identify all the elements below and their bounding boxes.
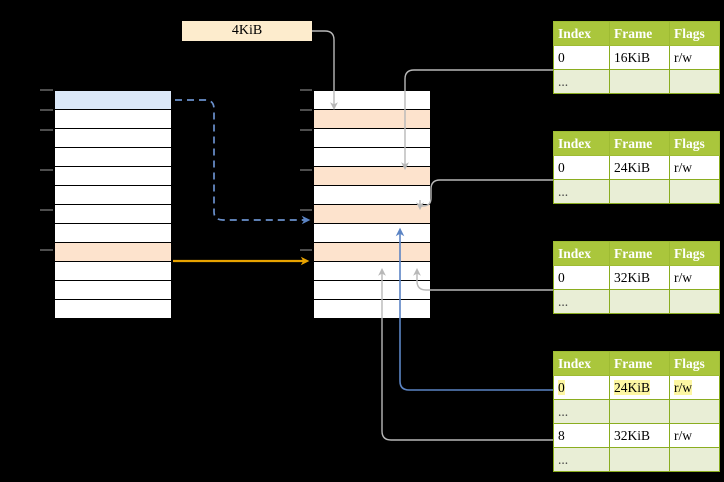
left-column-ticks	[40, 89, 53, 251]
page-table-3-cell-0-0: 0	[553, 265, 610, 290]
page-table-4-row: ...	[553, 399, 720, 424]
page-table-4-cell-2-2: r/w	[669, 423, 720, 448]
page-table-1-cell-0-0: 0	[553, 45, 610, 70]
page-table-3-cell-1-2	[669, 289, 720, 314]
right-memory-column-cell-0	[313, 90, 431, 110]
page-table-1-cell-0-2: r/w	[669, 45, 720, 70]
page-table-4-cell-1-2	[669, 399, 720, 424]
page-table-3-cell-1-1	[609, 289, 670, 314]
page-table-4-cell-3-1	[609, 447, 670, 472]
right-memory-column	[312, 90, 432, 320]
page-table-2-cell-1-2	[669, 179, 720, 204]
connector-blue-dashed	[175, 99, 311, 225]
page-table-3-header-frame: Frame	[609, 241, 670, 266]
page-table-2-header-flags: Flags	[669, 131, 720, 156]
page-table-4-header-frame: Frame	[609, 351, 670, 376]
left-memory-column-cell-5	[54, 185, 172, 205]
page-table-2-header-frame: Frame	[609, 131, 670, 156]
left-memory-column-cell-0	[54, 90, 172, 110]
page-table-1-row: ...	[553, 69, 720, 94]
page-table-4-cell-2-1: 32KiB	[609, 423, 670, 448]
page-table-3-cell-0-1: 32KiB	[609, 265, 670, 290]
page-table-3-cell-1-0: ...	[553, 289, 610, 314]
left-memory-column-cell-2	[54, 128, 172, 148]
right-memory-column-cell-4	[313, 166, 431, 186]
left-memory-column-cell-3	[54, 147, 172, 167]
highlighted-value: 0	[558, 379, 565, 395]
page-table-4-cell-2-0: 8	[553, 423, 610, 448]
page-table-4-row: ...	[553, 447, 720, 472]
right-memory-column-cell-9	[313, 261, 431, 281]
page-table-2-row: ...	[553, 179, 720, 204]
right-memory-column-cell-2	[313, 128, 431, 148]
page-table-3-row: ...	[553, 289, 720, 314]
left-memory-column-cell-9	[54, 261, 172, 281]
page-table-1-cell-1-2	[669, 69, 720, 94]
page-table-4-header-index: Index	[553, 351, 610, 376]
page-table-4-cell-1-0: ...	[553, 399, 610, 424]
right-memory-column-cell-11	[313, 299, 431, 319]
page-table-1-cell-1-0: ...	[553, 69, 610, 94]
page-table-4-cell-3-0: ...	[553, 447, 610, 472]
page-table-2-cell-0-0: 0	[553, 155, 610, 180]
page-table-1-header-index: Index	[553, 21, 610, 46]
highlighted-value: 24KiB	[614, 379, 651, 395]
page-table-4-cell-3-2	[669, 447, 720, 472]
right-memory-column-cell-3	[313, 147, 431, 167]
left-memory-column-cell-6	[54, 204, 172, 224]
left-memory-column-cell-1	[54, 109, 172, 129]
page-table-1-header-frame: Frame	[609, 21, 670, 46]
connector-table3-to-frame	[413, 267, 553, 291]
page-table-3-header-index: Index	[553, 241, 610, 266]
page-table-3-cell-0-2: r/w	[669, 265, 720, 290]
page-table-2-cell-1-1	[609, 179, 670, 204]
page-table-4-row: 0 24KiB r/w	[553, 375, 720, 400]
left-memory-column-cell-10	[54, 280, 172, 300]
right-memory-column-cell-10	[313, 280, 431, 300]
right-memory-column-cell-7	[313, 223, 431, 243]
left-memory-column-cell-11	[54, 299, 172, 319]
page-table-2-cell-0-1: 24KiB	[609, 155, 670, 180]
page-table-4-cell-1-1	[609, 399, 670, 424]
right-memory-column-cell-6	[313, 204, 431, 224]
page-table-1-cell-0-1: 16KiB	[609, 45, 670, 70]
page-table-3-header-flags: Flags	[669, 241, 720, 266]
right-column-ticks	[300, 89, 312, 251]
page-table-2-cell-0-2: r/w	[669, 155, 720, 180]
page-table-2-header-index: Index	[553, 131, 610, 156]
page-table-4-cell-0-2: r/w	[669, 375, 720, 400]
left-memory-column	[53, 90, 173, 320]
page-table-1-cell-1-1	[609, 69, 670, 94]
page-table-4-header-flags: Flags	[669, 351, 720, 376]
right-memory-column-cell-8	[313, 242, 431, 262]
left-memory-column-cell-8	[54, 242, 172, 262]
highlighted-value: r/w	[674, 379, 692, 395]
page-table-4-cell-0-1: 24KiB	[609, 375, 670, 400]
left-memory-column-cell-4	[54, 166, 172, 186]
page-table-2-cell-1-0: ...	[553, 179, 610, 204]
right-memory-column-cell-1	[313, 109, 431, 129]
right-memory-column-cell-5	[313, 185, 431, 205]
left-memory-column-cell-7	[54, 223, 172, 243]
connector-table2-elbow	[420, 179, 553, 207]
page-table-1-header-flags: Flags	[669, 21, 720, 46]
page-table-4-cell-0-0: 0	[553, 375, 610, 400]
size-caption-4kib: 4KiB	[182, 21, 312, 41]
